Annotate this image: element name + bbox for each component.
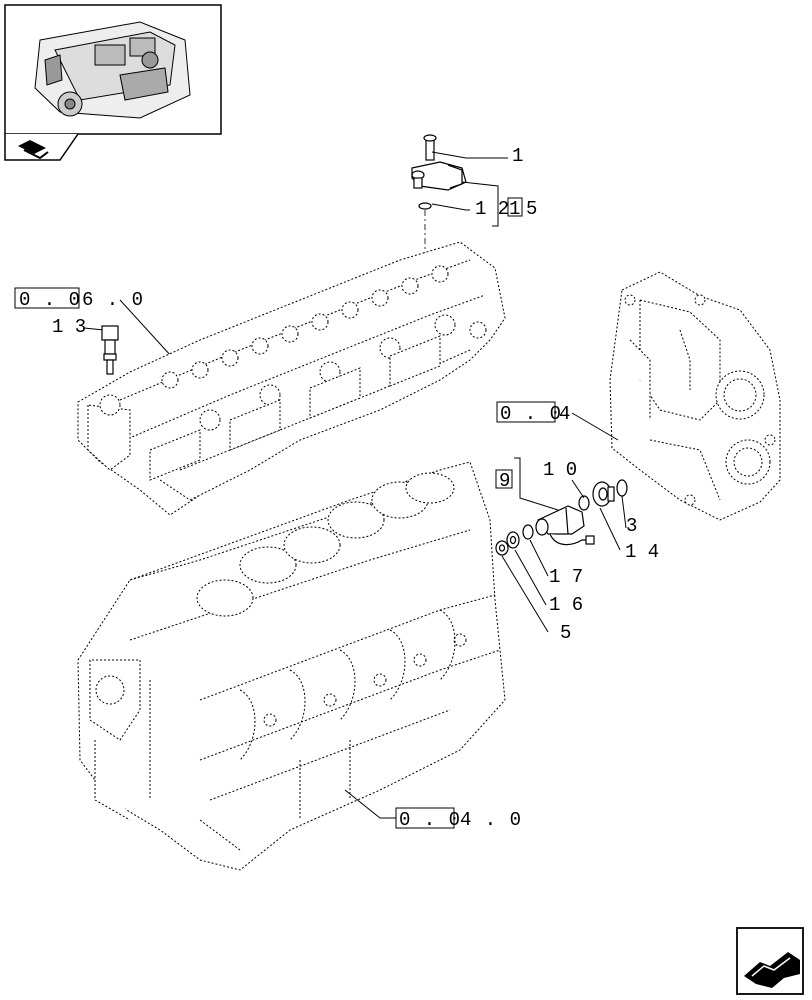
- leader-cylinder-block: [344, 789, 396, 819]
- cylinder-head-ports: [149, 265, 487, 481]
- o-ring-10: [578, 495, 590, 511]
- callout-13: 1 3: [52, 316, 86, 338]
- washer-17: [522, 524, 534, 540]
- ref-sensor-kit[interactable]: 9: [495, 469, 513, 492]
- svg-text:6 . 0: 6 . 0: [82, 289, 144, 311]
- ref-cylinder-block[interactable]: 0 . 0 4 . 0: [395, 807, 522, 831]
- callout-10: 1 0: [543, 459, 577, 481]
- leader-1: [431, 151, 508, 159]
- callout-14: 1 4: [625, 541, 659, 563]
- book-page-arrow-icon: [18, 140, 49, 160]
- o-ring-3: [616, 479, 628, 497]
- svg-text:9: 9: [499, 470, 510, 492]
- sensor-seal-ring: [418, 202, 432, 210]
- gear-housing: [609, 271, 781, 521]
- sensor-bolt: [423, 134, 437, 161]
- ref-cylinder-head[interactable]: 0 . 0 6 . 0: [14, 287, 144, 311]
- leader-5: [501, 555, 549, 633]
- speed-sensor: [535, 505, 595, 546]
- svg-text:4 . 0: 4 . 0: [460, 809, 522, 831]
- leader-14: [599, 507, 621, 551]
- callout-3: 3: [626, 515, 637, 537]
- cylinder-block-ribs: [199, 609, 467, 851]
- temperature-sensor: [101, 325, 119, 375]
- engine-thumbnail-icon: [34, 21, 191, 119]
- svg-text:0 . 0: 0 . 0: [19, 289, 81, 311]
- callout-15: 1 5: [507, 197, 537, 220]
- svg-text:4: 4: [559, 403, 570, 425]
- callout-16: 1 6: [549, 594, 583, 616]
- leader-12: [431, 203, 470, 211]
- leader-17: [529, 539, 549, 577]
- leader-gear-housing: [571, 412, 619, 441]
- svg-text:0 . 0: 0 . 0: [399, 809, 461, 831]
- leader-10: [571, 479, 585, 499]
- leader-13: [83, 327, 105, 331]
- pressure-sensor: [411, 161, 467, 191]
- washer-16: [506, 531, 520, 549]
- cylinder-bores: [196, 472, 455, 617]
- section-tab[interactable]: [4, 133, 79, 161]
- callout-12: 1 2: [475, 198, 509, 220]
- leader-16: [514, 549, 547, 606]
- callout-5: 5: [560, 622, 571, 644]
- leader-3: [621, 495, 627, 529]
- engine-thumbnail[interactable]: [4, 4, 222, 135]
- svg-text:0 . 0: 0 . 0: [500, 403, 562, 425]
- adapter-14: [592, 481, 615, 507]
- bracket-15: [461, 181, 499, 227]
- svg-text:1: 1: [509, 198, 520, 220]
- next-page-arrow-icon: [744, 952, 800, 988]
- nut-5: [495, 540, 509, 556]
- callout-17: 1 7: [549, 566, 583, 588]
- svg-text:5: 5: [526, 198, 537, 220]
- callout-1: 1: [512, 145, 523, 167]
- next-page-button[interactable]: [736, 927, 804, 995]
- bracket-9: [514, 457, 559, 511]
- ref-gear-housing[interactable]: 0 . 0 4: [496, 401, 570, 425]
